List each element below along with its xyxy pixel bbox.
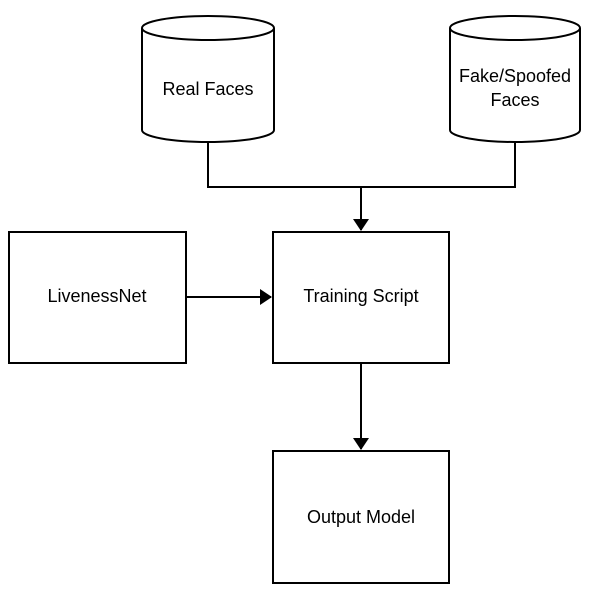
output-model-node: Output Model: [272, 450, 450, 584]
fake-faces-cylinder-body: [449, 28, 581, 143]
fake-faces-label-line2: Faces: [490, 90, 539, 110]
training-script-label: Training Script: [303, 286, 418, 306]
databases-to-training-connector: [207, 142, 516, 188]
fake-faces-label-line1: Fake/Spoofed: [459, 66, 571, 86]
training-script-box: [272, 231, 450, 364]
output-model-box: [272, 450, 450, 584]
real-faces-cylinder-body: [141, 28, 275, 143]
livenessnet-box: [8, 231, 187, 364]
real-faces-database: Real Faces: [141, 15, 275, 143]
livenessnet-label: LivenessNet: [47, 286, 146, 306]
real-faces-cylinder-top: [141, 15, 275, 41]
training-script-node: Training Script: [272, 231, 450, 364]
output-model-label: Output Model: [307, 507, 415, 527]
livenessnet-node: LivenessNet: [8, 231, 187, 364]
real-faces-label: Real Faces: [162, 79, 253, 99]
fake-faces-cylinder-top: [449, 15, 581, 41]
fake-faces-database: Fake/Spoofed Faces: [449, 15, 581, 143]
